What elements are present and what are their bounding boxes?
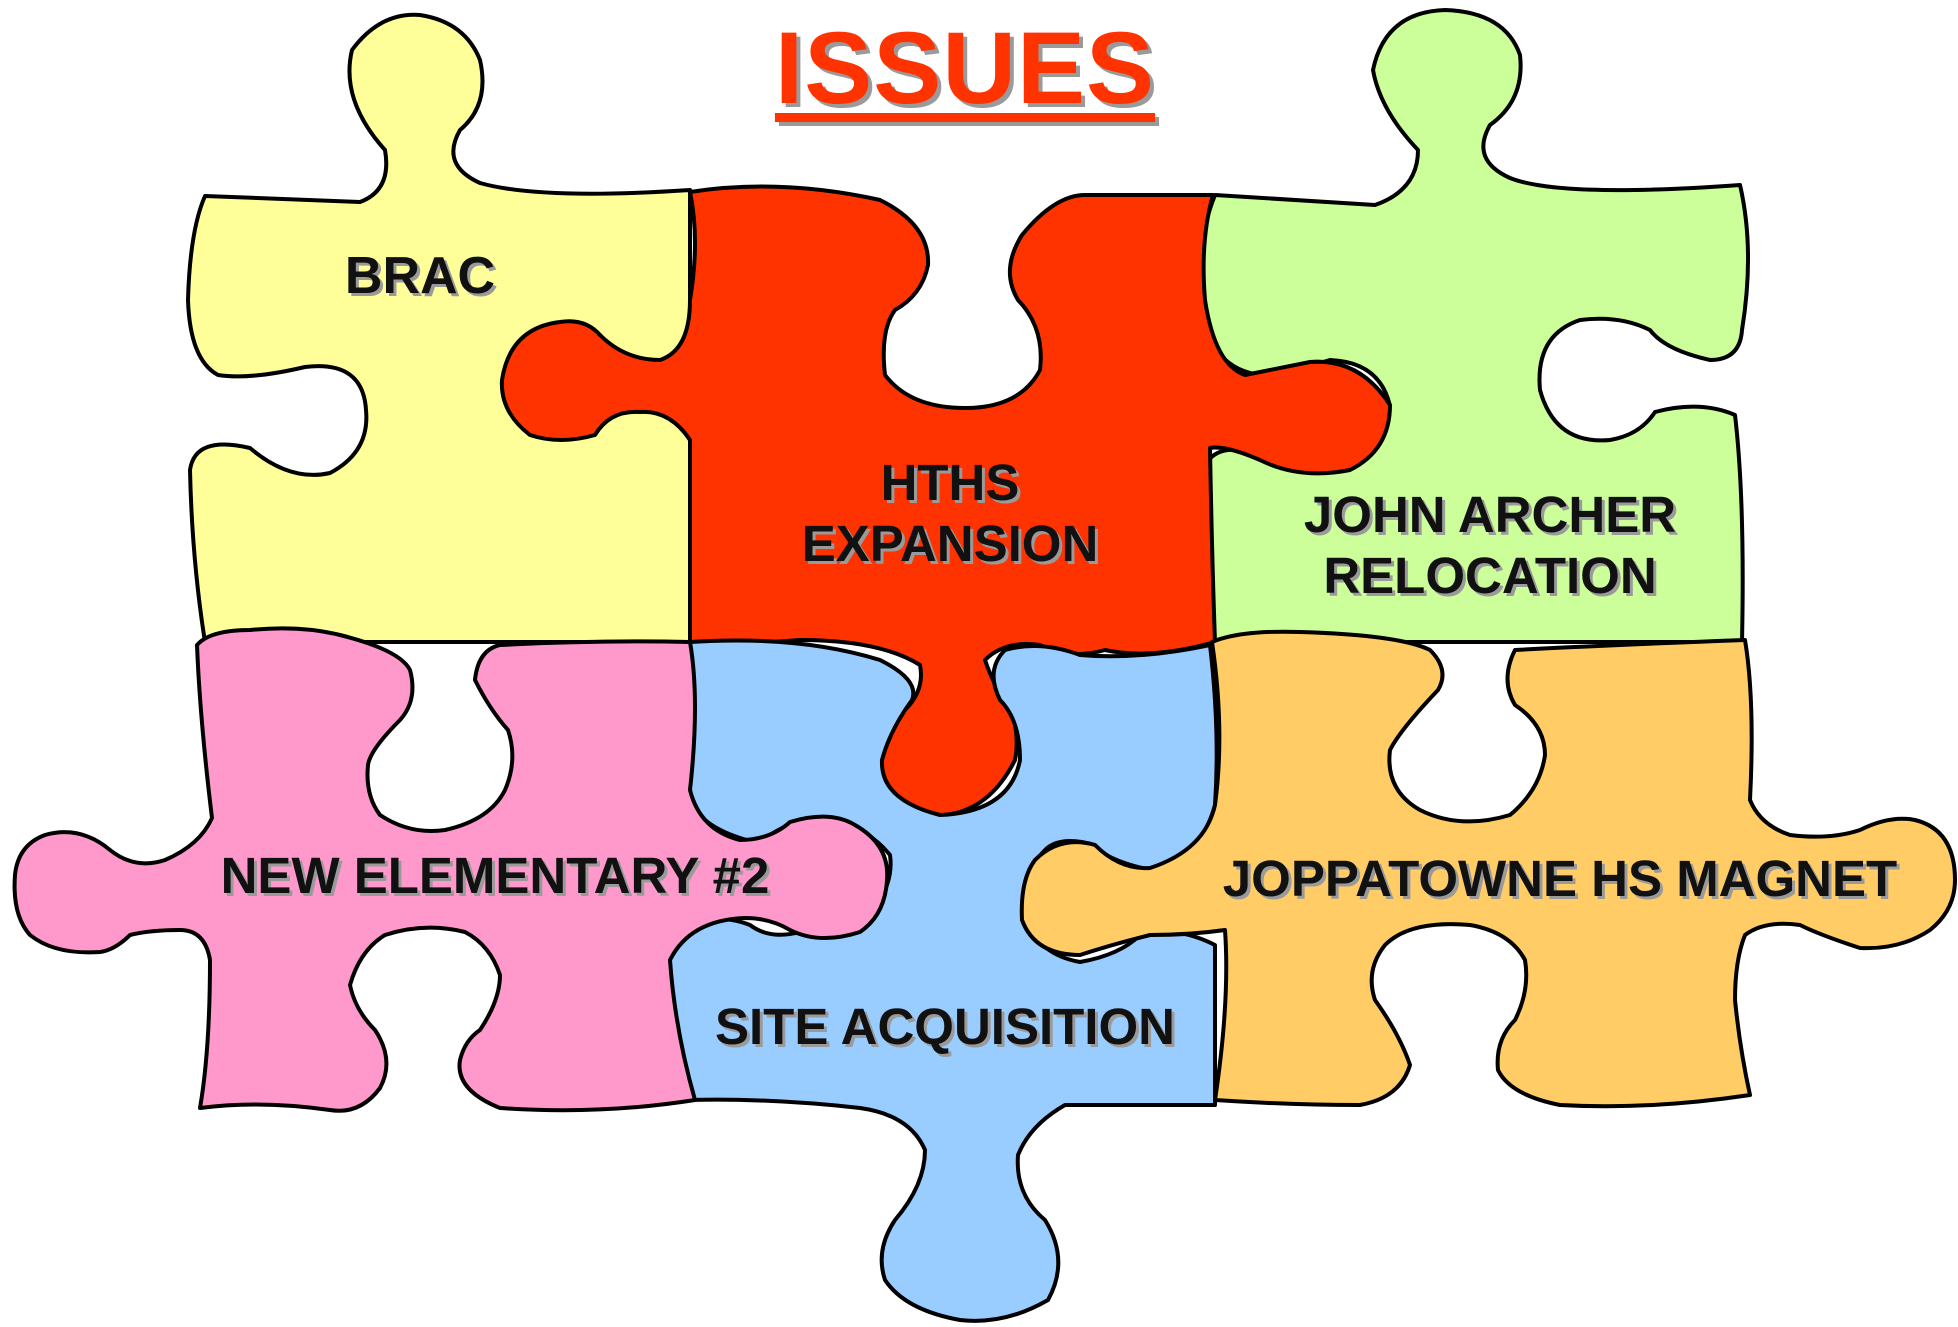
label-joppatowne: JOPPATOWNE HS MAGNET bbox=[1195, 848, 1925, 909]
label-brac-line-1: BRAC bbox=[344, 247, 496, 305]
label-john-archer-line-1: JOHN ARCHER bbox=[1303, 486, 1677, 543]
label-hths-line-2: EXPANSION bbox=[801, 515, 1099, 573]
puzzle-piece-hths bbox=[499, 184, 1392, 817]
puzzle-piece-joppatowne bbox=[1019, 629, 1957, 1109]
label-site-acquisition: SITE ACQUISITION bbox=[690, 996, 1200, 1057]
puzzle-piece-brac bbox=[186, 12, 692, 644]
piece-shape-hths bbox=[499, 184, 1392, 817]
piece-shape-brac bbox=[186, 12, 692, 644]
label-brac: BRAC bbox=[320, 245, 520, 307]
label-hths-line-1: HTHS bbox=[880, 454, 1020, 511]
page-title: ISSUES bbox=[774, 11, 1156, 125]
label-new-elementary: NEW ELEMENTARY #2 bbox=[170, 845, 820, 906]
piece-shape-new-elementary bbox=[12, 626, 890, 1113]
puzzle-piece-new-elementary bbox=[12, 626, 890, 1113]
label-site-acquisition-line-1: SITE ACQUISITION bbox=[715, 998, 1175, 1055]
label-new-elementary-line-1: NEW ELEMENTARY #2 bbox=[220, 847, 770, 904]
piece-shape-joppatowne bbox=[1019, 629, 1957, 1109]
label-joppatowne-line-1: JOPPATOWNE HS MAGNET bbox=[1222, 850, 1898, 907]
label-hths: HTHS EXPANSION bbox=[750, 452, 1150, 574]
label-john-archer: JOHN ARCHER RELOCATION bbox=[1260, 484, 1720, 606]
label-john-archer-line-2: RELOCATION bbox=[1323, 547, 1657, 605]
